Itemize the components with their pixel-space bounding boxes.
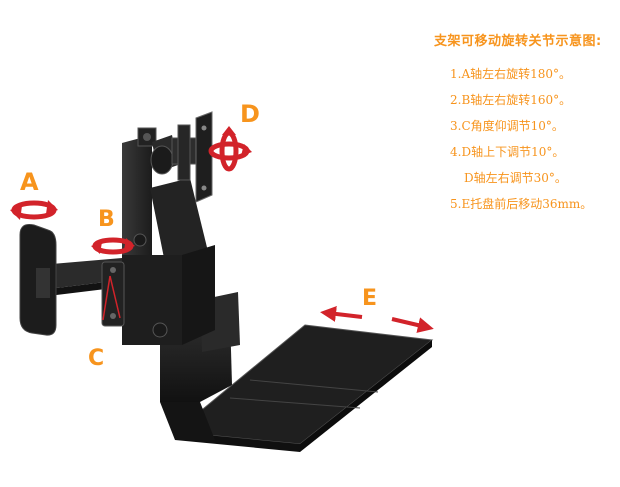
rotation-arrow-d	[208, 126, 252, 172]
translate-arrows-e	[320, 305, 434, 333]
legend-title: 支架可移动旋转关节示意图:	[434, 34, 602, 49]
label-a: A	[20, 168, 39, 196]
legend-item-d-vertical: 4.D轴上下调节10°。	[450, 145, 565, 159]
label-d: D	[240, 100, 260, 128]
legend-list: 1.A轴左右旋转180°。 2.B轴左右旋转160°。 3.C角度仰调节10°。…	[420, 61, 615, 217]
legend-item-d-horizontal: D轴左右调节30°。	[464, 171, 567, 185]
adjustment-legend: 支架可移动旋转关节示意图: 1.A轴左右旋转180°。 2.B轴左右旋转160°…	[420, 30, 615, 217]
monitor-head-bracket	[137, 111, 213, 203]
legend-item-a: 1.A轴左右旋转180°。	[450, 67, 572, 81]
tension-knob	[133, 233, 168, 338]
label-e: E	[362, 286, 377, 311]
left-display-panel	[19, 224, 57, 336]
rotation-arrow-a	[10, 200, 58, 220]
rotation-arrow-b	[91, 237, 135, 255]
label-b: B	[98, 207, 115, 232]
legend-item-b: 2.B轴左右旋转160°。	[450, 93, 572, 107]
label-c: C	[88, 346, 104, 371]
legend-item-e: 5.E托盘前后移动36mm。	[450, 197, 593, 211]
legend-item-c: 3.C角度仰调节10°。	[450, 119, 564, 133]
joint-c-hinge	[101, 261, 125, 327]
